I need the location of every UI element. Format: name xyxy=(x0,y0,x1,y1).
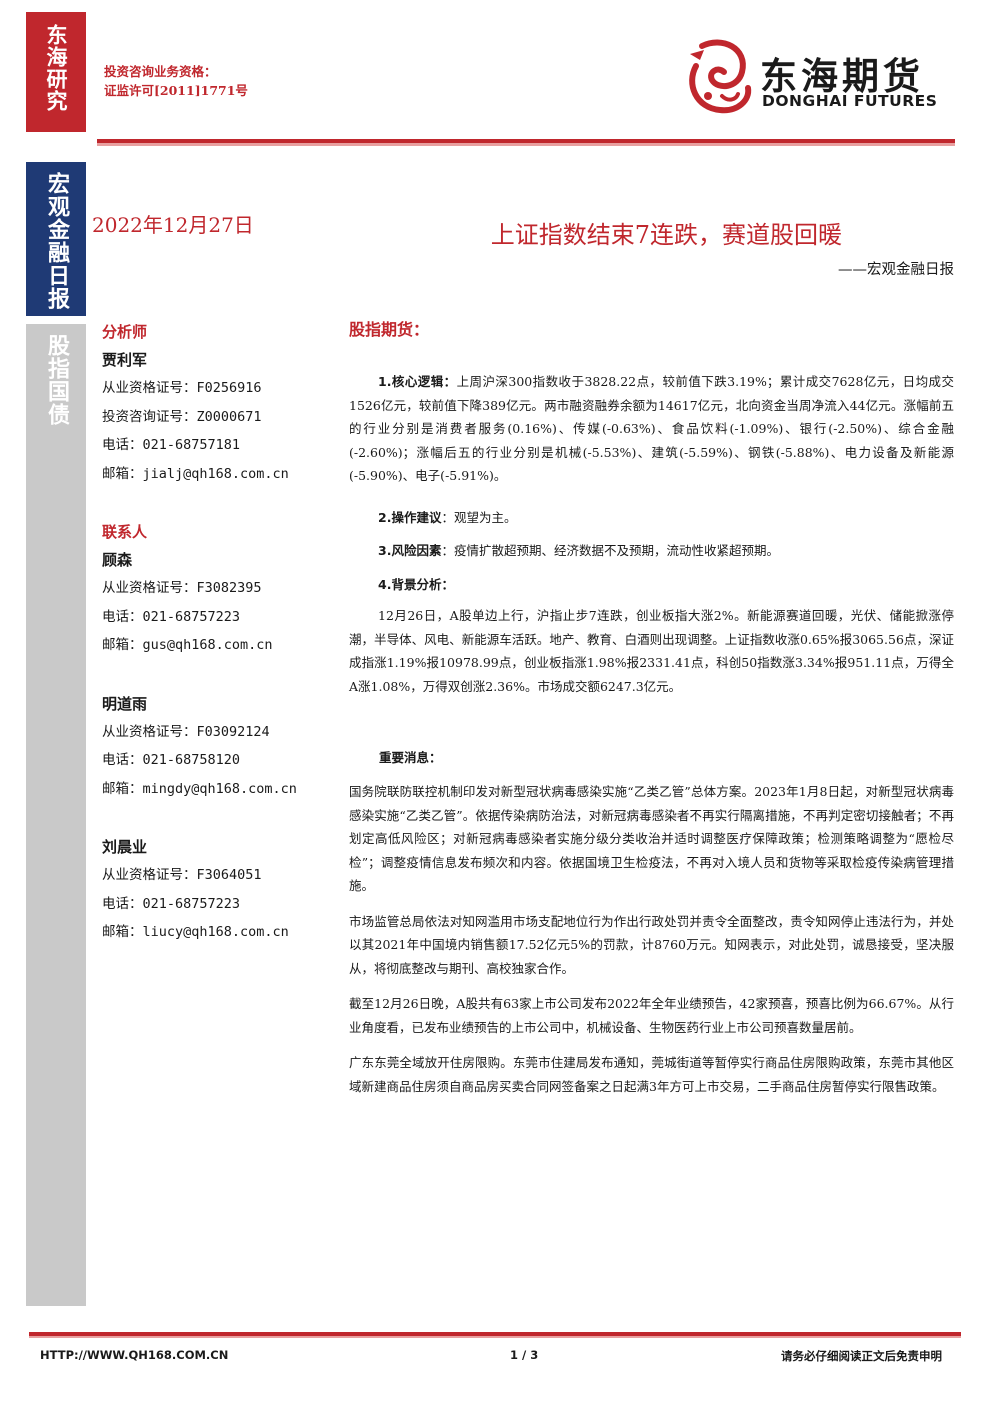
header-divider xyxy=(97,139,955,146)
news-heading: 重要消息： xyxy=(379,750,442,765)
brand-strip: 东海研究 xyxy=(26,12,86,132)
person-name: 明道雨 xyxy=(102,694,148,713)
phone: 电话：021-68757223 xyxy=(102,608,241,625)
dragon-logo-icon xyxy=(689,39,752,114)
phone: 电话：021-68757181 xyxy=(102,437,241,453)
background-label: 4.背景分析： xyxy=(378,576,454,592)
report-subtitle: ——宏观金融日报 xyxy=(838,262,954,278)
person-name: 顾森 xyxy=(102,551,133,569)
risk-paragraph: 3.风险因素：疫情扩散超预期、经济数据不及预期，流动性收紧超预期。 xyxy=(349,539,954,563)
phone: 电话：021-68757223 xyxy=(102,895,241,912)
core-logic-label: 1.核心逻辑： xyxy=(378,374,457,389)
core-logic-text: 上周沪深300指数收于3828.22点，较前值下跌3.19%；累计成交7628亿… xyxy=(349,374,954,483)
subcategory-label: 股指国债 xyxy=(44,334,69,426)
advice-text: ：观望为主。 xyxy=(441,509,517,525)
license-number: 从业资格证号：F3064051 xyxy=(102,867,262,883)
contact-card: 明道雨 从业资格证号：F03092124 电话：021-68758120 邮箱：… xyxy=(102,690,342,804)
advice-label: 2.操作建议 xyxy=(378,509,442,525)
email[interactable]: 邮箱：liucy@qh168.com.cn xyxy=(102,924,289,940)
contact-card: 刘晨业 从业资格证号：F3064051 电话：021-68757223 邮箱：l… xyxy=(102,833,342,947)
risk-label: 3.风险因素 xyxy=(378,543,442,558)
qualification-line1: 投资咨询业务资格： xyxy=(104,64,217,79)
background-paragraph: 12月26日，A股单边上行，沪指止步7连跌，创业板指大涨2%。新能源赛道回暖，光… xyxy=(349,608,954,694)
core-logic-paragraph: 1.核心逻辑：上周沪深300指数收于3828.22点，较前值下跌3.19%；累计… xyxy=(349,370,954,488)
report-title: 上证指数结束7连跌，赛道股回暖 xyxy=(490,221,842,249)
brand-label: 东海研究 xyxy=(44,24,68,112)
contact-card: 顾森 从业资格证号：F3082395 电话：021-68757223 邮箱：gu… xyxy=(102,546,342,660)
email[interactable]: 邮箱：mingdy@qh168.com.cn xyxy=(102,780,297,797)
company-logo: 东海期货 DONGHAI FUTURES xyxy=(682,36,954,120)
news-item: 国务院联防联控机制印发对新型冠状病毒感染实施“乙类乙管”总体方案。2023年1月… xyxy=(349,784,954,893)
contact-heading: 联系人 xyxy=(102,523,148,541)
category-label: 宏观金融日报 xyxy=(44,172,69,310)
analyst-heading: 分析师 xyxy=(102,323,148,341)
category-strip: 宏观金融日报 xyxy=(26,162,86,316)
person-name: 贾利军 xyxy=(102,351,148,369)
footer-url[interactable]: HTTP://WWW.QH168.COM.CN xyxy=(40,1348,229,1362)
email[interactable]: 邮箱：gus@qh168.com.cn xyxy=(102,637,273,653)
email[interactable]: 邮箱：jialj@qh168.com.cn xyxy=(102,465,289,482)
license-number: 从业资格证号：F0256916 xyxy=(102,380,262,396)
person-name: 刘晨业 xyxy=(102,838,148,856)
qualification: 投资咨询业务资格： 证监许可[2011]1771号 xyxy=(104,62,248,100)
logo-cn-text: 东海期货 xyxy=(760,55,924,98)
news-item: 截至12月26日晚，A股共有63家上市公司发布2022年全年业绩预告，42家预喜… xyxy=(349,996,954,1035)
phone: 电话：021-68758120 xyxy=(102,752,241,768)
footer-divider xyxy=(29,1332,961,1338)
advisory-number: 投资咨询证号：Z0000671 xyxy=(102,408,262,425)
main-content: 股指期货： 1.核心逻辑：上周沪深300指数收于3828.22点，较前值下跌3.… xyxy=(349,316,954,1098)
subcategory-strip: 股指国债 xyxy=(26,324,86,1306)
background-heading-paragraph: 4.背景分析： xyxy=(349,573,954,597)
page-number: 1 / 3 xyxy=(510,1348,539,1362)
footer-disclaimer: 请务必仔细阅读正文后免责申明 xyxy=(781,1349,942,1363)
news-item: 广东东莞全域放开住房限购。东莞市住建局发布通知，莞城街道等暂停实行商品住房限购政… xyxy=(349,1055,954,1094)
contact-column: 分析师 贾利军 从业资格证号：F0256916 投资咨询证号：Z0000671 … xyxy=(102,318,342,977)
risk-text: ：疫情扩散超预期、经济数据不及预期，流动性收紧超预期。 xyxy=(441,543,779,558)
news-item: 市场监管总局依法对知网滥用市场支配地位行为作出行政处罚并责令全面整改，责令知网停… xyxy=(349,913,954,976)
qualification-line2: 证监许可[2011]1771号 xyxy=(104,83,248,98)
advice-paragraph: 2.操作建议：观望为主。 xyxy=(349,506,954,530)
license-number: 从业资格证号：F03092124 xyxy=(102,723,270,740)
license-number: 从业资格证号：F3082395 xyxy=(102,580,262,596)
section-heading: 股指期货： xyxy=(349,320,430,339)
report-date: 2022年12月27日 xyxy=(92,213,254,237)
logo-en-text: DONGHAI FUTURES xyxy=(762,92,938,110)
analyst-card: 贾利军 从业资格证号：F0256916 投资咨询证号：Z0000671 电话：0… xyxy=(102,346,342,488)
